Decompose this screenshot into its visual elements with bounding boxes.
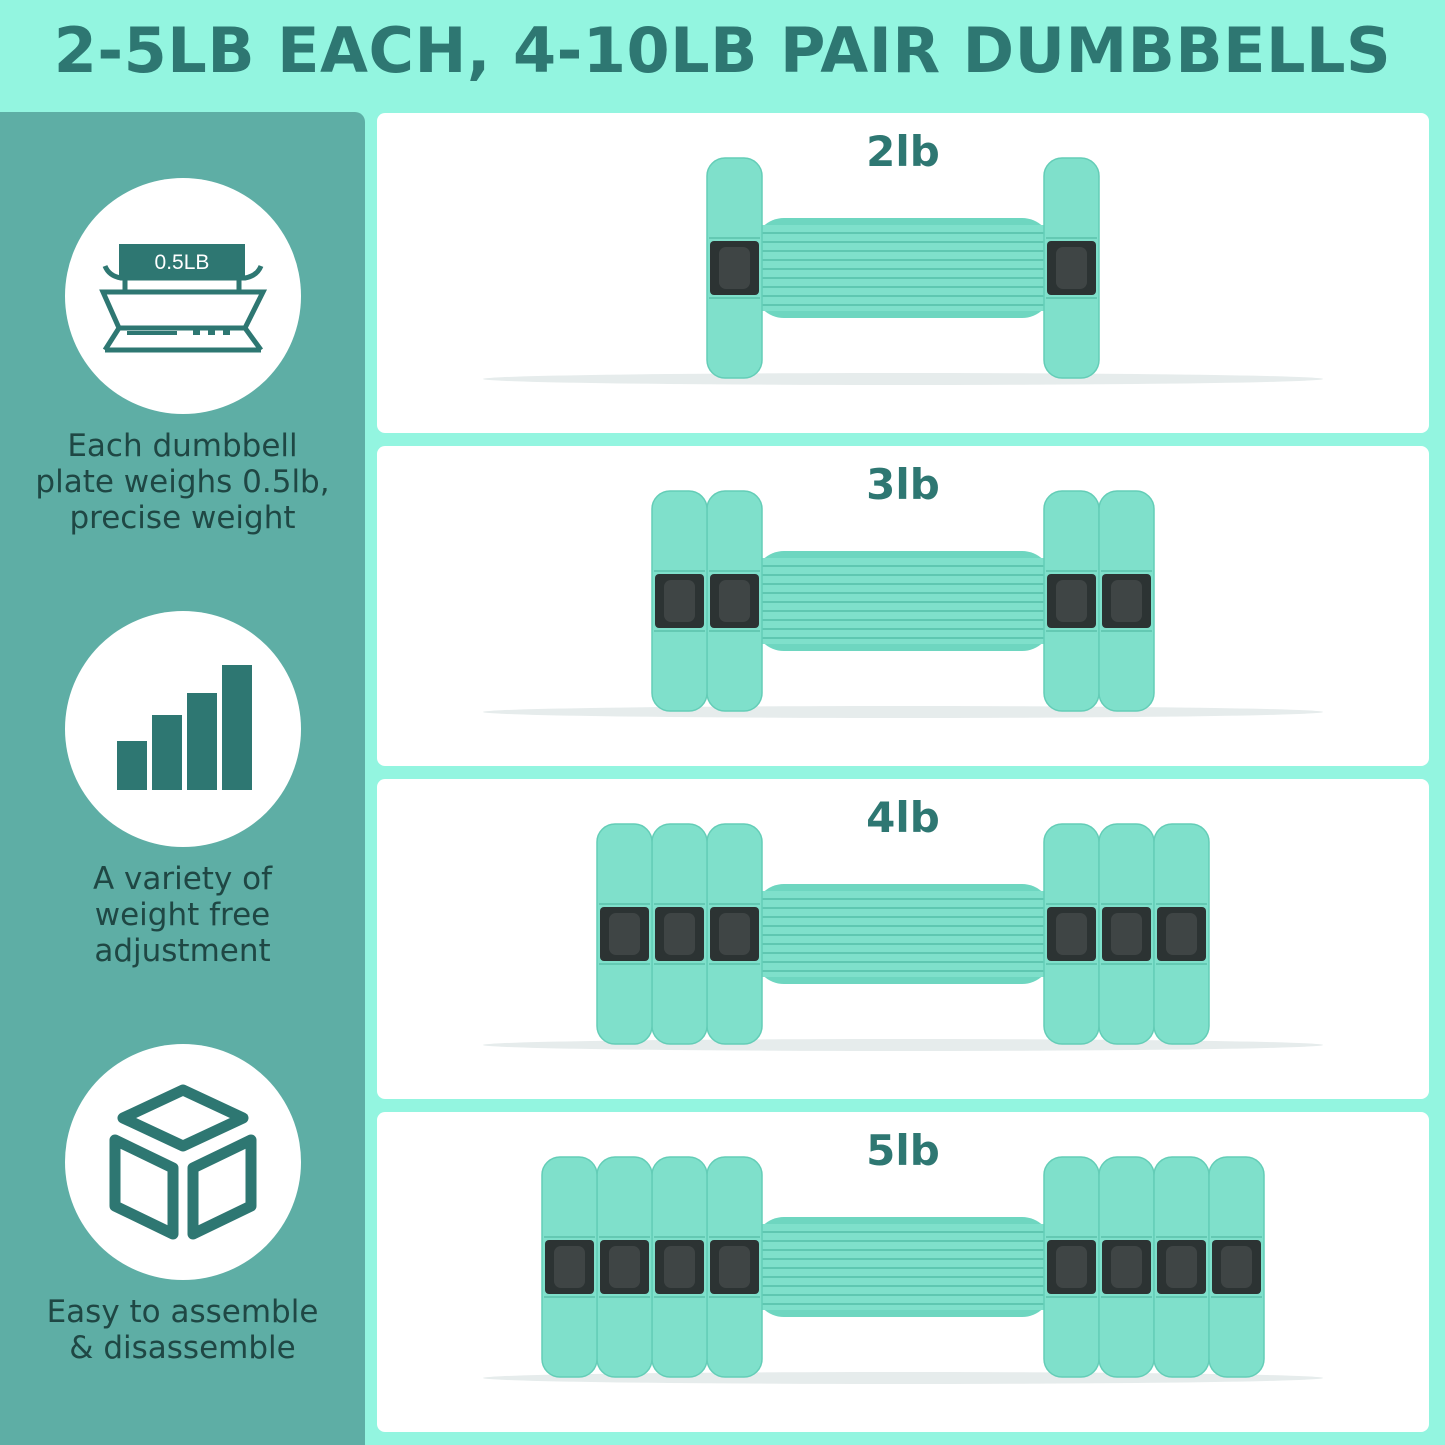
scale-icon-circle: 0.5LB (65, 178, 301, 414)
weight-plate (651, 1156, 708, 1378)
dumbbell-panel-5lb: 5lb (377, 1112, 1429, 1432)
weight-plate (706, 823, 763, 1045)
dumbbell-panel-3lb: 3lb (377, 446, 1429, 766)
scale-icon-label: 0.5LB (155, 251, 210, 274)
plate-lock (1056, 580, 1087, 622)
plate-lock (719, 247, 750, 289)
dumbbell-panel-4lb: 4lb (377, 779, 1429, 1099)
weight-plate (1153, 823, 1210, 1045)
page-title: 2-5LB EACH, 4-10LB PAIR DUMBBELLS (53, 14, 1392, 87)
plate-lock (719, 913, 750, 955)
weight-plate (1043, 490, 1100, 712)
weight-plate (706, 1156, 763, 1378)
plate-lock (1056, 247, 1087, 289)
scale-icon: 0.5LB (99, 244, 268, 353)
weight-plate (1098, 823, 1155, 1045)
weight-plate (1043, 157, 1100, 379)
caption-line: Each dumbbell (67, 428, 298, 464)
plate-lock (1221, 1246, 1252, 1288)
weight-plate (1153, 1156, 1210, 1378)
feature-caption: Easy to assemble & disassemble (10, 1294, 355, 1366)
weight-label: 5lb (866, 1126, 940, 1175)
cube-icon (109, 1084, 257, 1240)
weight-plate (706, 157, 763, 379)
cube-icon-circle (65, 1044, 301, 1280)
weight-plate (1098, 1156, 1155, 1378)
weight-label: 2lb (866, 127, 940, 176)
weight-plate (651, 823, 708, 1045)
weight-label: 3lb (866, 460, 940, 509)
weight-plate (541, 1156, 598, 1378)
plate-lock (1056, 1246, 1087, 1288)
weight-plate (1043, 1156, 1100, 1378)
caption-line: weight free (94, 897, 271, 933)
plate-lock (719, 580, 750, 622)
dumbbell-image (483, 823, 1323, 1051)
weight-plate (596, 823, 653, 1045)
plate-lock (609, 913, 640, 955)
feature-sidebar: 0.5LB Each dumbbell plate weighs 0.5lb, … (0, 112, 365, 1445)
dumbbell-image (483, 157, 1323, 385)
bar-chart-icon (117, 665, 252, 790)
dumbbell-image (483, 1156, 1323, 1384)
caption-line: Easy to assemble (46, 1294, 319, 1330)
caption-line: adjustment (94, 933, 271, 969)
weight-plate (651, 490, 708, 712)
dumbbell-panel-2lb: 2lb (377, 113, 1429, 433)
caption-line: & disassemble (69, 1330, 296, 1366)
weight-plate (1043, 823, 1100, 1045)
plate-lock (1111, 580, 1142, 622)
plate-lock (1166, 1246, 1197, 1288)
plate-lock (609, 1246, 640, 1288)
weight-label: 4lb (866, 793, 940, 842)
plate-lock (1166, 913, 1197, 955)
weight-plate (706, 490, 763, 712)
plate-lock (1111, 913, 1142, 955)
plate-lock (664, 580, 695, 622)
plate-lock (1056, 913, 1087, 955)
caption-line: precise weight (69, 500, 296, 536)
caption-line: A variety of (92, 861, 273, 897)
weight-plate (1208, 1156, 1265, 1378)
caption-line: plate weighs 0.5lb, (35, 464, 330, 500)
plate-lock (1111, 1246, 1142, 1288)
weight-plate (1098, 490, 1155, 712)
plate-lock (664, 1246, 695, 1288)
feature-caption: Each dumbbell plate weighs 0.5lb, precis… (10, 428, 355, 536)
bar-chart-icon-circle (65, 611, 301, 847)
plate-lock (719, 1246, 750, 1288)
plate-lock (664, 913, 695, 955)
weight-plate (596, 1156, 653, 1378)
plate-lock (554, 1246, 585, 1288)
feature-caption: A variety of weight free adjustment (10, 861, 355, 969)
dumbbell-image (483, 490, 1323, 718)
